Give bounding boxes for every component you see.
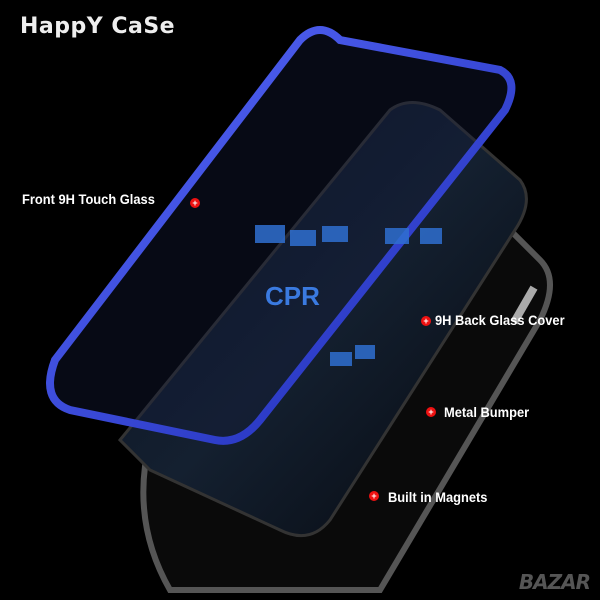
- feature-label-back-glass: 9H Back Glass Cover: [435, 312, 565, 328]
- feature-label-front-glass: Front 9H Touch Glass: [22, 191, 155, 207]
- brand-logo: HappY CaSe: [20, 14, 176, 39]
- svg-text:CPR: CPR: [265, 281, 320, 311]
- plus-marker-icon: +: [426, 407, 436, 417]
- feature-label-metal-bumper: Metal Bumper: [444, 404, 530, 420]
- feature-label-magnets: Built in Magnets: [388, 489, 488, 505]
- watermark-logo: BAZAR: [518, 570, 591, 594]
- plus-marker-icon: +: [369, 491, 379, 501]
- side-button: [510, 285, 538, 325]
- plus-marker-icon: +: [421, 316, 431, 326]
- plus-marker-icon: +: [190, 198, 200, 208]
